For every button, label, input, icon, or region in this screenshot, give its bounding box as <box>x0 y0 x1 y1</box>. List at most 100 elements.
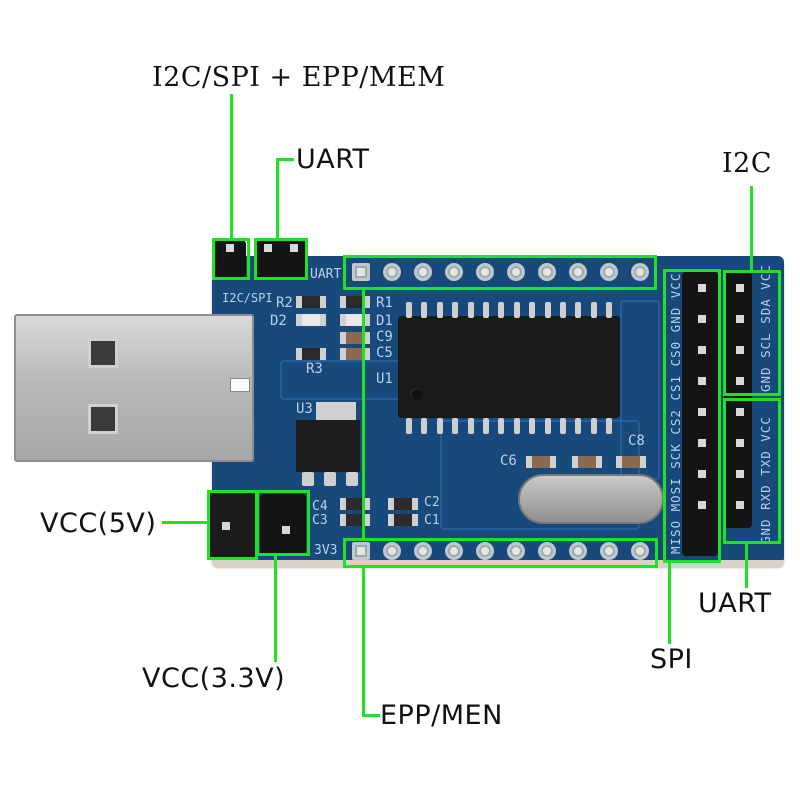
chip-leg <box>544 418 551 434</box>
chip-leg <box>421 302 428 318</box>
leader-i2c-spi <box>230 94 233 240</box>
chip-u1 <box>398 316 620 418</box>
header-pad[interactable] <box>569 542 587 560</box>
header-pad[interactable] <box>383 263 401 281</box>
silk-r1: R1 <box>376 295 393 311</box>
header-pad[interactable] <box>414 263 432 281</box>
callout-uart-right: UART <box>698 588 772 619</box>
header-pad[interactable] <box>352 542 370 560</box>
silk-uart: UART <box>310 267 342 282</box>
silk-c2: C2 <box>424 495 440 510</box>
leader-uart-top-h <box>276 158 294 161</box>
chip-leg <box>606 418 613 434</box>
regulator-u3 <box>296 420 360 472</box>
chip-leg <box>529 418 536 434</box>
spi-header-pin <box>698 470 706 478</box>
i2c-uart-header-pin <box>736 439 744 447</box>
silk-c9: C9 <box>376 329 393 345</box>
i2c-uart-header-pin <box>736 315 744 323</box>
jumper-uart[interactable] <box>256 240 306 278</box>
header-pad[interactable] <box>600 542 618 560</box>
highlight-epp-men-bottom <box>343 538 658 568</box>
chip-leg <box>436 302 443 318</box>
header-pad[interactable] <box>445 542 463 560</box>
highlight-epp-mem-top <box>343 255 657 290</box>
usb-latch-hole <box>88 404 118 434</box>
callout-i2c: I2C <box>722 148 773 179</box>
header-pad[interactable] <box>476 542 494 560</box>
capacitor-c4 <box>340 498 370 510</box>
led-d1 <box>340 314 370 326</box>
leader-spi <box>668 562 671 644</box>
resistor-r1 <box>340 296 370 308</box>
chip-leg <box>452 418 459 434</box>
silk-u3: U3 <box>296 401 313 417</box>
spi-header-pin <box>698 408 706 416</box>
jumper-pin <box>222 522 230 530</box>
header-pad[interactable] <box>476 263 494 281</box>
jumper-vcc-5v[interactable] <box>208 492 256 558</box>
chip-leg <box>498 302 505 318</box>
header-pad[interactable] <box>631 263 649 281</box>
chip-leg <box>544 302 551 318</box>
regulator-leg <box>346 472 358 486</box>
chip-leg <box>606 302 613 318</box>
leader-vcc-3v3 <box>274 556 277 662</box>
leader-epp-top-down <box>362 290 365 540</box>
highlight-vcc-3v3 <box>256 490 310 556</box>
chip-leg <box>575 302 582 318</box>
chip-leg <box>529 302 536 318</box>
silk-c8: C8 <box>628 433 645 449</box>
leader-epp-men-h <box>362 714 380 717</box>
chip-leg <box>436 418 443 434</box>
header-pad[interactable] <box>352 263 370 281</box>
resistor-r2 <box>296 296 326 308</box>
header-pad[interactable] <box>507 542 525 560</box>
capacitor-c8 <box>616 456 646 468</box>
resistor-r3 <box>296 348 326 360</box>
callout-uart-top: UART <box>296 144 370 175</box>
chip-leg <box>483 418 489 434</box>
header-pad[interactable] <box>600 263 618 281</box>
silk-r2: R2 <box>276 295 293 311</box>
header-pad[interactable] <box>383 542 401 560</box>
chip-leg <box>406 418 412 434</box>
capacitor-c7 <box>572 456 602 468</box>
spi-header-pin <box>698 439 706 447</box>
leader-i2c <box>750 186 753 272</box>
spi-header-pin <box>698 377 706 385</box>
header-pad[interactable] <box>538 542 556 560</box>
capacitor-c3 <box>340 514 370 526</box>
header-pad[interactable] <box>445 263 463 281</box>
chip-pin1-dot <box>410 388 422 400</box>
header-pad[interactable] <box>631 542 649 560</box>
chip-leg <box>513 418 520 434</box>
jumper-pin <box>290 244 298 252</box>
chip-leg <box>560 302 566 318</box>
i2c-uart-header-pin <box>736 408 744 416</box>
header-pad[interactable] <box>507 263 525 281</box>
led-d2 <box>296 314 326 326</box>
header-pad[interactable] <box>569 263 587 281</box>
silk-c4: C4 <box>312 499 328 514</box>
spi-header-pin <box>698 346 706 354</box>
header-pad[interactable] <box>414 542 432 560</box>
silk-d1: D1 <box>376 313 393 329</box>
jumper-i2c-spi[interactable] <box>214 240 246 278</box>
spi-header-pin <box>698 501 706 509</box>
header-pad[interactable] <box>538 263 556 281</box>
chip-leg <box>406 302 412 318</box>
capacitor-c6 <box>526 456 556 468</box>
silk-u1: U1 <box>376 371 393 387</box>
chip-leg <box>590 418 597 434</box>
chip-leg <box>467 302 474 318</box>
pcb-edge <box>212 560 784 568</box>
highlight-uart-header <box>723 398 781 544</box>
silk-i2c-spi: I2C/SPI <box>222 291 273 305</box>
usb-latch-hole <box>88 338 118 368</box>
chip-leg <box>452 302 459 318</box>
jumper-vcc-3v3[interactable] <box>260 494 306 556</box>
jumper-pin <box>264 244 272 252</box>
chip-leg <box>560 418 566 434</box>
highlight-spi-header <box>663 269 721 563</box>
